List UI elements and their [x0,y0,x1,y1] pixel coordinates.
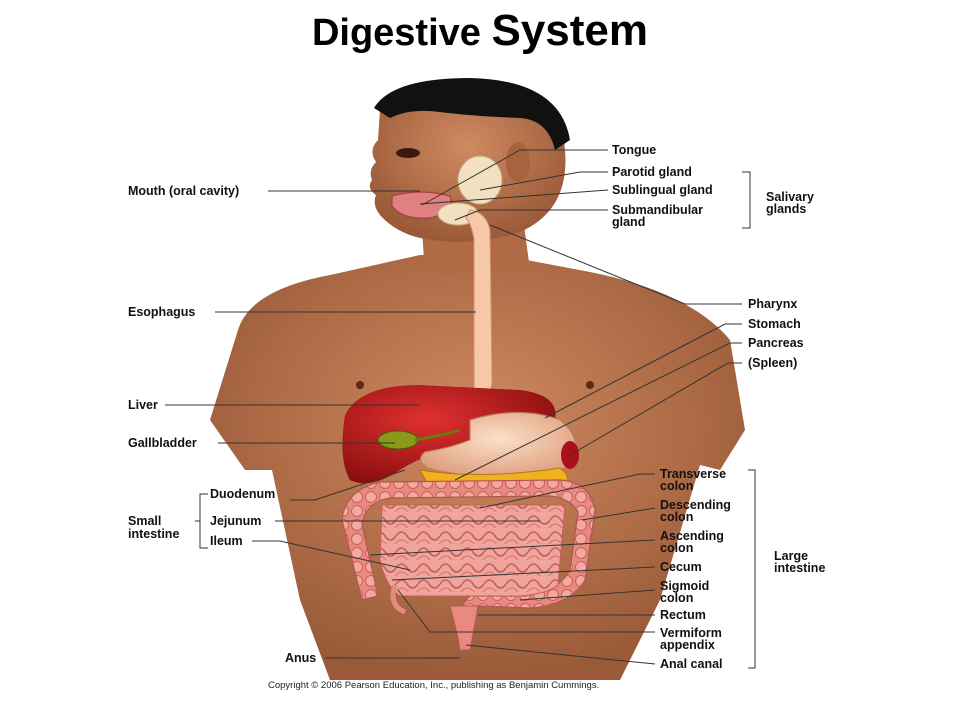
label-sigmoid-2: colon [660,591,694,605]
label-sublingual: Sublingual gland [612,183,713,197]
ear [506,142,530,182]
label-rectum: Rectum [660,608,706,622]
label-esophagus: Esophagus [128,305,196,319]
label-anus: Anus [285,651,317,665]
hair [374,78,570,150]
label-small-intestine-1: Small [128,514,162,528]
label-ileum: Ileum [210,534,243,548]
label-descending-1: Descending [660,498,731,512]
label-submandibular-1: Submandibular [612,203,703,217]
gallbladder [377,430,419,450]
parotid-gland [457,155,503,205]
appendix [390,584,407,615]
title-part1: Digestive [311,12,492,54]
label-pancreas: Pancreas [748,336,804,350]
label-parotid: Parotid gland [612,165,692,179]
label-anal-canal: Anal canal [660,657,723,671]
label-sigmoid-1: Sigmoid [660,579,710,593]
title-part2: System [491,6,649,55]
page-title: Digestive System [0,6,960,56]
label-submandibular-2: gland [612,215,646,229]
label-appendix-1: Vermiform [660,626,722,640]
label-appendix-2: appendix [660,638,715,652]
label-transverse-1: Transverse [660,467,727,481]
label-pharynx: Pharynx [748,297,798,311]
label-mouth: Mouth (oral cavity) [128,184,240,198]
label-stomach: Stomach [748,317,801,331]
label-duodenum: Duodenum [210,487,276,501]
label-salivary-1: Salivary [766,190,814,204]
rectum [449,605,479,651]
label-large-intestine-1: Large [774,549,809,563]
small-intestine [379,504,566,597]
label-ascending-1: Ascending [660,529,724,543]
label-liver: Liver [128,398,158,412]
label-tongue: Tongue [612,143,657,157]
label-salivary-2: glands [766,202,807,216]
label-transverse-2: colon [660,479,694,493]
label-small-intestine-2: intestine [128,527,180,541]
label-large-intestine-2: intestine [774,561,826,575]
copyright-notice: Copyright © 2006 Pearson Education, Inc.… [268,680,600,691]
label-gallbladder: Gallbladder [128,436,197,450]
label-jejunum: Jejunum [210,514,262,528]
leader-lines [165,149,756,669]
label-spleen: (Spleen) [748,356,798,370]
label-descending-2: colon [660,510,694,524]
label-cecum: Cecum [660,560,702,574]
label-ascending-2: colon [660,541,694,555]
